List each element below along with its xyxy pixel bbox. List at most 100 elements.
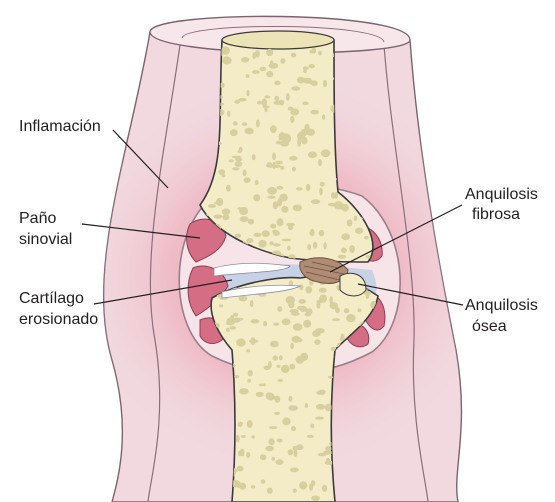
bone-pore [314,339,320,345]
bone-pore [288,405,298,411]
bone-pore [319,288,327,293]
bone-pore [260,454,267,460]
bone-pore [246,452,250,458]
bone-pore [304,124,309,132]
bone-pore [349,245,355,253]
label-synovial-pannus-line1: Paño [19,210,56,227]
bone-pore [291,426,296,431]
bone-pore [262,98,267,106]
bone-pore [308,152,317,159]
bone-pore [281,206,288,213]
bone-pore [231,318,240,323]
bone-pore [318,390,325,394]
bone-pore [290,343,294,350]
bone-pore [276,141,282,145]
label-fibrous-ankylosis-line1: Anquilosis [465,186,538,203]
bone-pore [239,388,249,394]
bone-pore [305,312,312,316]
bone-pore [262,230,270,237]
bone-pore [272,230,278,233]
bone-pore [236,339,246,347]
bone-pore [279,355,283,360]
bone-pore [320,182,325,187]
bone-pore [252,154,256,160]
bone-pore [321,149,331,157]
bone-pore [248,219,254,225]
bone-pore [326,458,330,462]
bone-pore [288,449,294,455]
bone-pore [268,361,272,369]
bone-pore [316,404,325,410]
bone-pore [277,306,282,312]
bone-pore [310,110,319,115]
bone-pore [264,95,270,98]
bone-pore [277,439,283,443]
bone-pore [260,67,267,71]
bone-pore [233,121,238,126]
bone-pore [296,338,303,342]
bone-pore [341,233,350,240]
bone-pore [290,468,299,473]
bone-pore [366,255,371,258]
bone-pore [340,337,344,342]
bone-pore [332,318,340,321]
bone-pore [267,196,275,199]
bone-pore [358,308,362,312]
bone-pore [279,132,285,140]
bone-pore [248,370,253,376]
bone-pore [246,238,253,243]
bone-pore [250,300,254,307]
bone-pore [303,78,306,82]
bone-pore [355,228,363,234]
bone-pore [229,159,234,162]
bone-pore [265,446,274,452]
bone-pore [267,187,277,195]
bone-pore [347,219,353,226]
bone-pore [238,150,242,153]
bone-pore [323,80,327,87]
bone-pore [303,320,311,328]
bone-pore [233,313,238,317]
bone-pore [251,435,255,438]
label-inflammation: Inflamación [19,118,101,135]
bone-pore [255,50,260,58]
bone-pore [272,152,276,160]
bone-pore [241,57,249,63]
bone-pore [270,224,276,229]
bone-pore [364,236,369,240]
bone-pore [311,496,320,501]
bone-pore [232,167,239,170]
bone-pore [267,393,275,401]
bone-pore [213,215,222,219]
bone-pore [230,129,238,136]
bone-pore [249,339,259,343]
bone-pore [312,48,317,54]
bone-pore [241,435,246,438]
bone-pore [222,208,230,215]
bone-pore [266,71,273,77]
bone-pore [274,101,283,105]
bone-pore [234,375,239,378]
bone-pore [291,53,296,58]
bone-pore [309,483,313,491]
bone-pore [267,487,273,494]
bone-pore [293,488,297,492]
bone-pore [329,296,333,304]
label-synovial-pannus-line2: sinovial [19,231,72,248]
bone-pore [335,307,340,313]
bone-pore [290,109,299,116]
bone-pore [257,101,262,105]
bone-pore [273,243,281,246]
bone-pore [288,224,293,230]
bone-pore [275,161,283,164]
bone-pore [290,364,296,370]
bone-pore [276,365,280,368]
bone-pore [219,304,223,307]
bone-pore [230,326,237,330]
bone-pore [334,192,338,199]
bone-pore [354,216,358,221]
bone-pore [237,466,244,472]
bone-pore [243,170,247,177]
bone-pore [258,240,266,248]
label-bony-ankylosis-line1: Anquilosis [465,297,538,314]
